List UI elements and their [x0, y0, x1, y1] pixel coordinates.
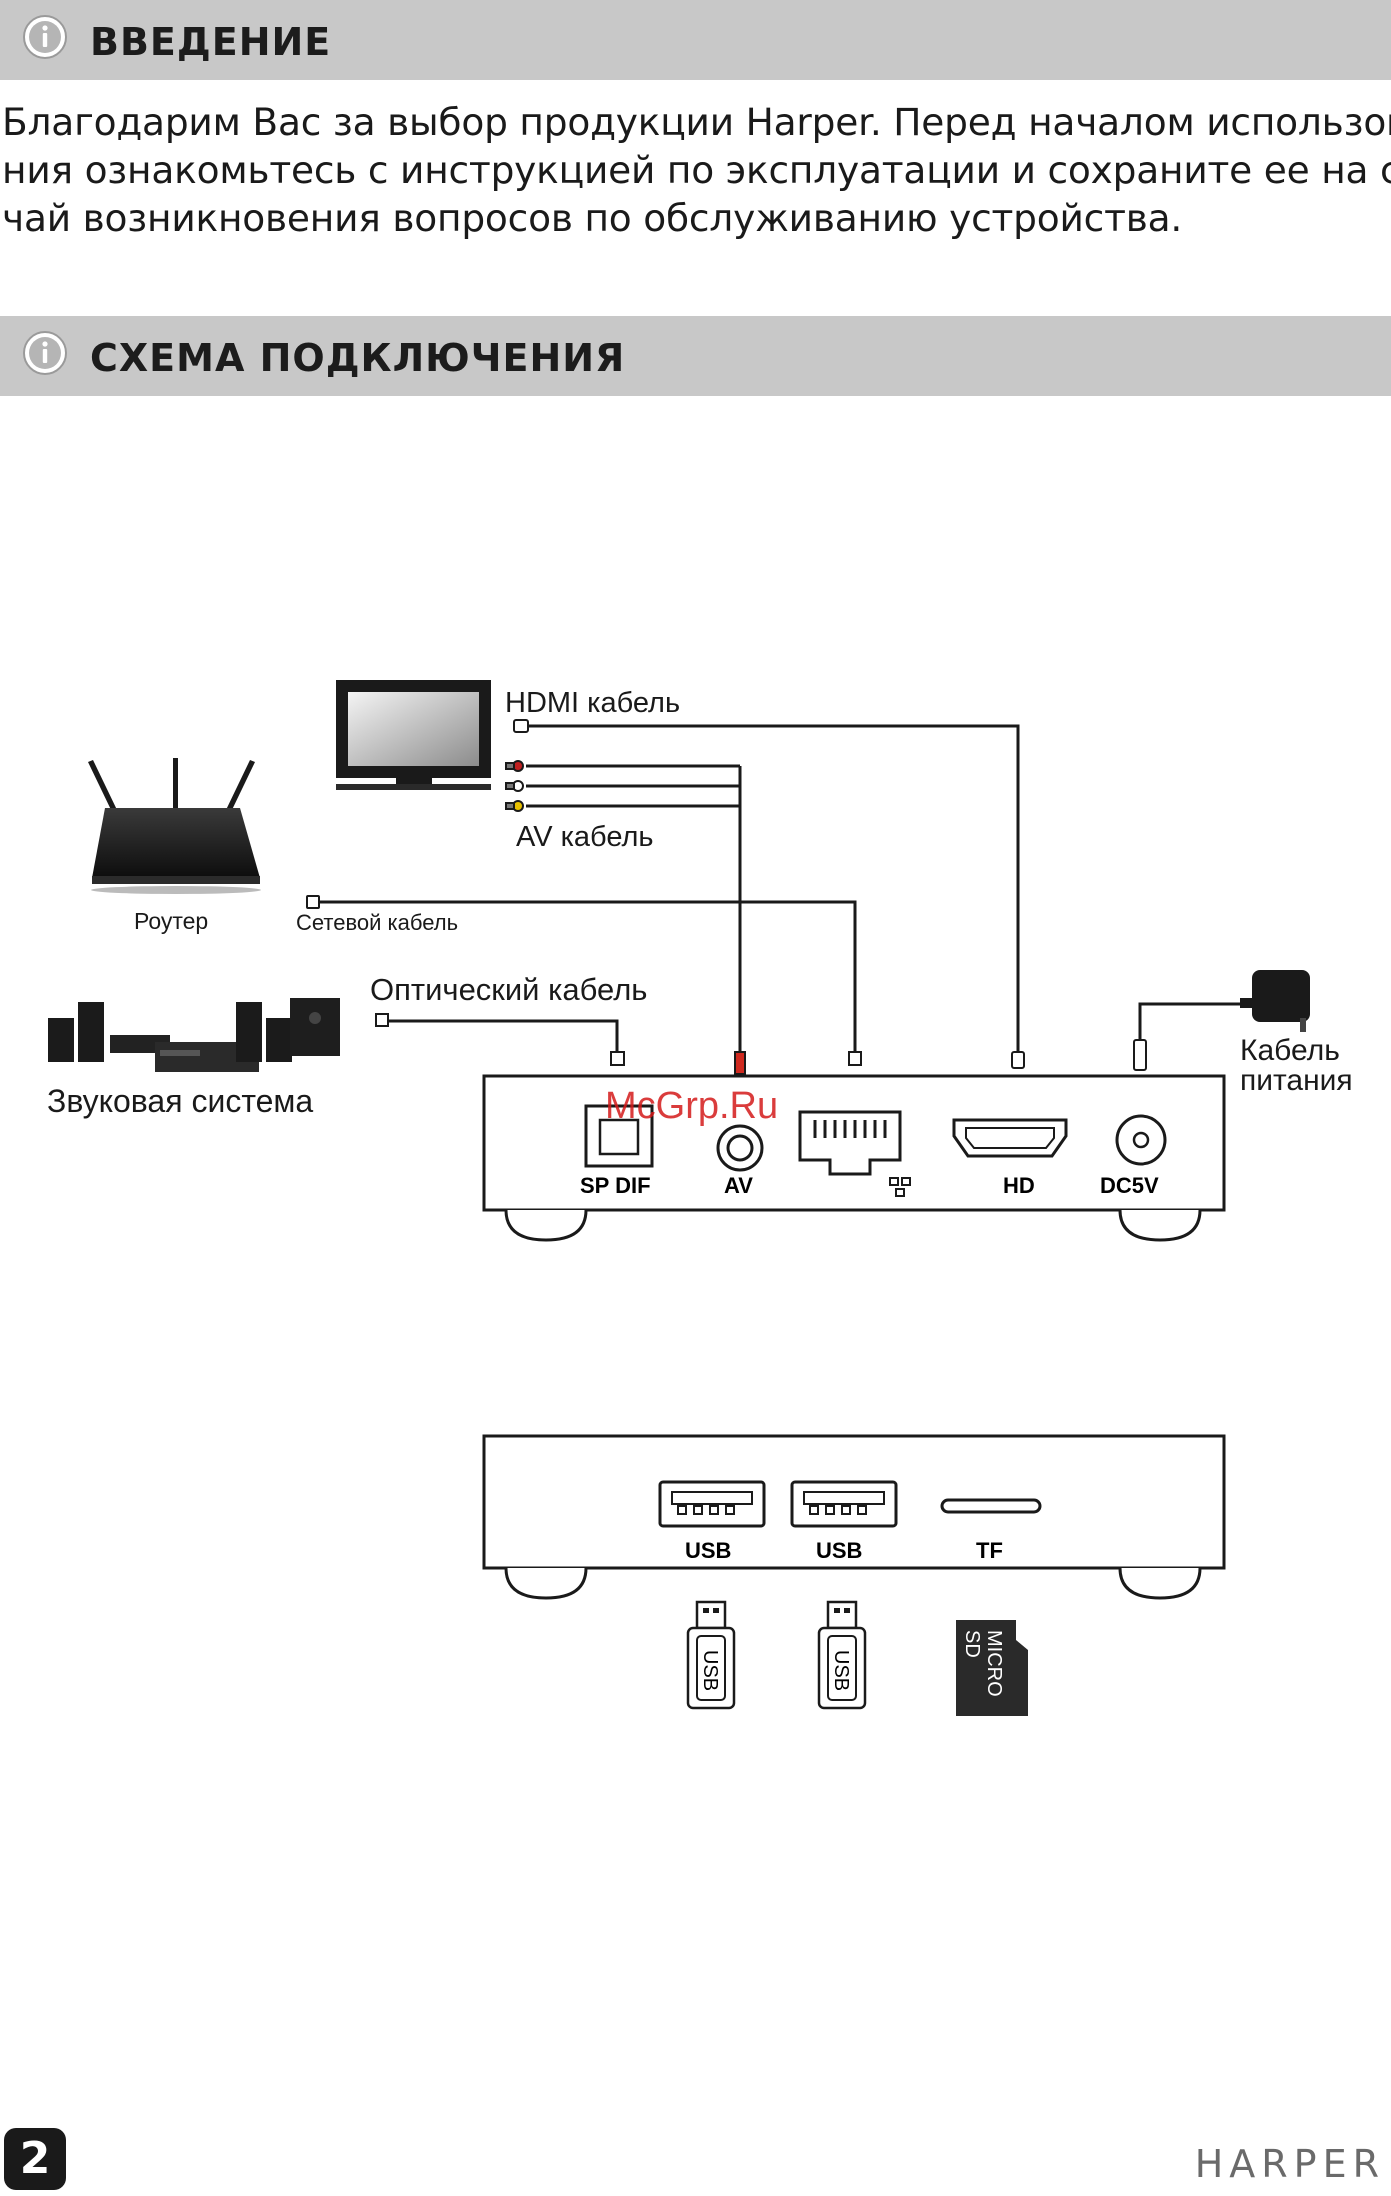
network-cable	[320, 900, 857, 1052]
port-label-av: AV	[724, 1173, 753, 1198]
router-label: Роутер	[134, 908, 208, 934]
section-title-intro: ВВЕДЕНИЕ	[90, 20, 332, 64]
cable-connectors	[306, 719, 1147, 1075]
usb-flash-drive-icon	[817, 1600, 867, 1710]
port-label-dc: DC5V	[1100, 1173, 1159, 1198]
power-cable-label-2: питания	[1240, 1064, 1353, 1097]
intro-line-3: чай возникновения вопросов по обслуживан…	[2, 196, 1183, 240]
brand-logo: HARPER	[1194, 2142, 1385, 2186]
cables	[320, 724, 1263, 1052]
power-cable-label-1: Кабель	[1240, 1034, 1340, 1067]
port-av	[716, 1124, 764, 1172]
port-tf-slot	[940, 1498, 1042, 1514]
port-dc	[1115, 1114, 1167, 1166]
power-adapter-icon	[1240, 970, 1310, 1032]
info-icon	[23, 15, 67, 59]
port-usb-1	[658, 1480, 766, 1528]
tv-icon	[336, 680, 491, 790]
sd-label-micro: MICRO	[983, 1630, 1005, 1697]
hdmi-cable	[528, 724, 1020, 1052]
port-label-tf: TF	[976, 1538, 1003, 1563]
network-cable-label: Сетевой кабель	[296, 910, 458, 935]
section-header-scheme: СХЕМА ПОДКЛЮЧЕНИЯ	[0, 316, 1391, 396]
optical-cable-label: Оптический кабель	[370, 972, 647, 1007]
router-icon	[88, 758, 261, 894]
intro-line-1: Благодарим Вас за выбор продукции Harper…	[2, 100, 1391, 144]
section-header-intro: ВВЕДЕНИЕ	[0, 0, 1391, 80]
micro-sd-card-icon	[956, 1620, 1028, 1716]
sd-label-sd: SD	[961, 1630, 983, 1658]
port-label-usb-1: USB	[685, 1538, 731, 1563]
box-front-panel	[482, 1434, 1226, 1600]
port-label-hd: HD	[1003, 1173, 1035, 1198]
port-lan	[798, 1110, 902, 1176]
optical-cable	[384, 1019, 619, 1052]
info-icon	[23, 331, 67, 375]
port-usb-2	[790, 1480, 898, 1528]
intro-line-2: ния ознакомьтесь с инструкцией по эксплу…	[2, 148, 1391, 192]
port-hdmi	[952, 1118, 1068, 1158]
port-spdif	[584, 1104, 654, 1168]
sound-system-label: Звуковая система	[47, 1083, 313, 1119]
port-label-spdif: SP DIF	[580, 1173, 651, 1198]
av-cable-label: AV кабель	[516, 821, 654, 853]
box-back-panel	[482, 1074, 1226, 1242]
intro-paragraph: Благодарим Вас за выбор продукции Harper…	[2, 98, 1391, 242]
usb-flash-drive-icon	[686, 1600, 736, 1710]
section-title-scheme: СХЕМА ПОДКЛЮЧЕНИЯ	[90, 336, 626, 380]
page-number: 2	[4, 2128, 66, 2190]
sound-system-icon	[48, 998, 340, 1072]
port-label-usb-2: USB	[816, 1538, 862, 1563]
flash-label-2: USB	[830, 1650, 852, 1691]
flash-label-1: USB	[699, 1650, 721, 1691]
hdmi-cable-label: HDMI кабель	[505, 687, 680, 719]
watermark: McGrp.Ru	[605, 1085, 778, 1127]
lan-icon	[889, 1177, 911, 1197]
connection-diagram: HDMI кабель AV кабель Роутер Сетевой каб…	[47, 680, 1353, 1716]
